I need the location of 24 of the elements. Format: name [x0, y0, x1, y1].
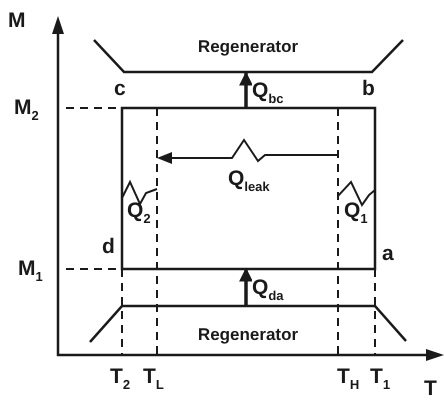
tick-label: T$_{L}$: [143, 366, 164, 391]
regenerator-trough: [89, 305, 407, 344]
regenerator-label: Regenerator: [198, 325, 298, 345]
point-label: d: [102, 236, 115, 257]
tick-label: M$_{1}$: [18, 258, 43, 283]
tick-label: T$_{2}$: [110, 366, 130, 391]
point-label: a: [382, 243, 394, 264]
point-label: c: [114, 78, 126, 99]
axis-label: M: [8, 10, 26, 31]
heat-flow-arrow: [239, 268, 253, 306]
heat-label: Q$_{2}$: [127, 200, 151, 225]
heat-flow-arrow: [239, 72, 253, 108]
tick-label: M$_{2}$: [14, 97, 39, 122]
regenerator-label: Regenerator: [198, 37, 298, 57]
heat-label: Q$_{1}$: [344, 200, 368, 225]
axis-label: T: [424, 378, 437, 399]
edge-label: Q$_{bc}$: [252, 80, 284, 105]
heat-label: Q$_{leak}$: [228, 168, 270, 193]
regenerator-trough: [92, 39, 404, 74]
tick-label: T$_{1}$: [370, 366, 390, 391]
tick-label: T$_{H}$: [337, 366, 360, 391]
edge-label: Q$_{da}$: [252, 277, 284, 302]
point-label: b: [362, 78, 375, 99]
cycle-rectangle: [121, 107, 376, 270]
